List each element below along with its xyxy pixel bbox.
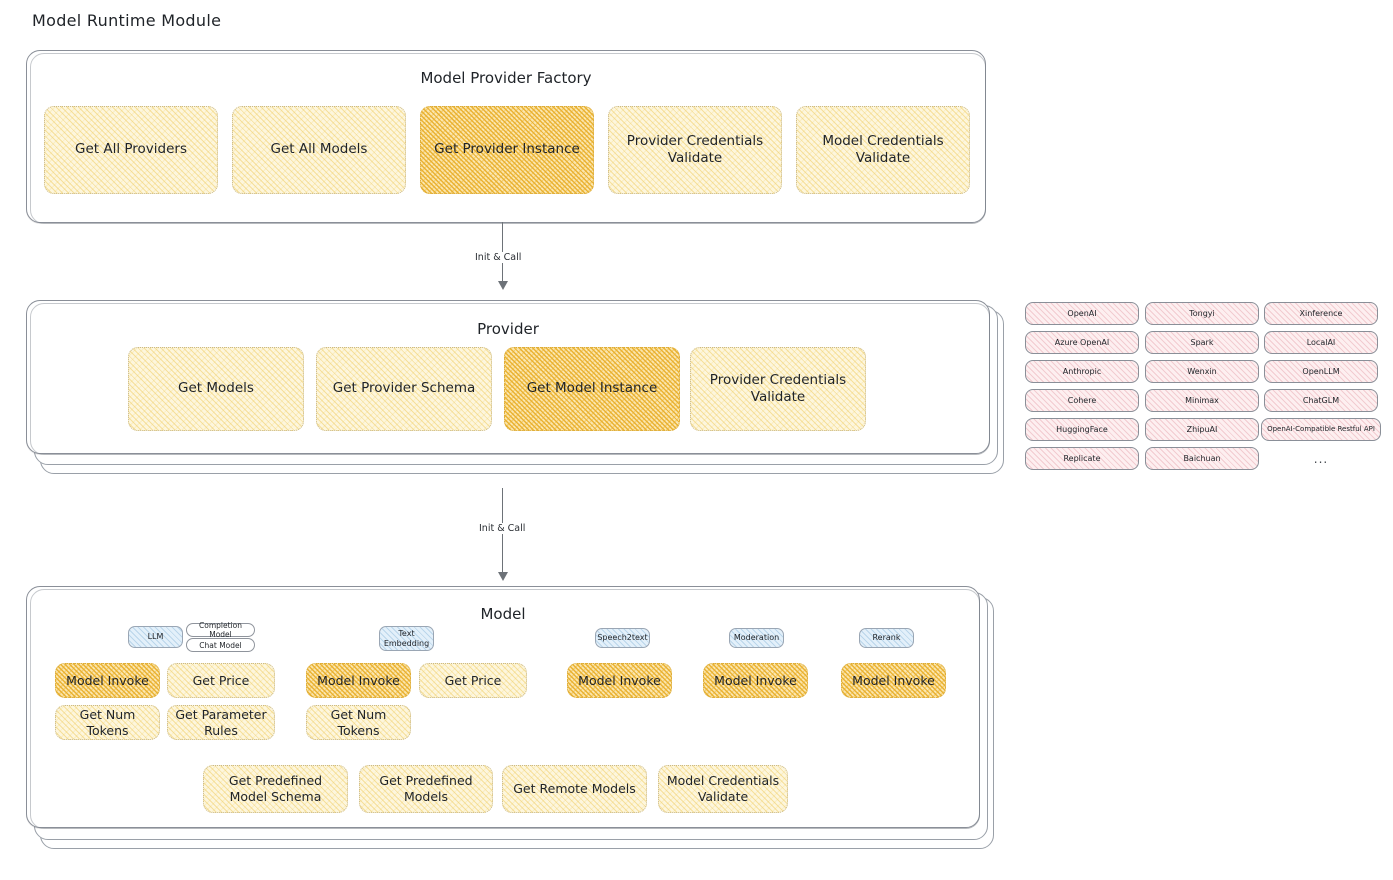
provider-list-more-ellipsis: ...: [1313, 452, 1329, 466]
provider-chip-replicate[interactable]: Replicate: [1025, 447, 1139, 470]
node-provider-credentials-validate-2[interactable]: Provider Credentials Validate: [690, 347, 866, 431]
node-model-credentials-validate[interactable]: Model Credentials Validate: [796, 106, 970, 194]
provider-chip-zhipuai[interactable]: ZhipuAI: [1145, 418, 1259, 441]
node-llm-get-parameter-rules[interactable]: Get Parameter Rules: [167, 705, 275, 740]
node-get-remote-models[interactable]: Get Remote Models: [502, 765, 647, 813]
node-llm-get-price[interactable]: Get Price: [167, 663, 275, 698]
provider-chip-openai[interactable]: OpenAI: [1025, 302, 1139, 325]
node-rerank-model-invoke[interactable]: Model Invoke: [841, 663, 946, 698]
arrow-provider-to-model-head: [497, 572, 508, 581]
node-get-predefined-model-schema[interactable]: Get Predefined Model Schema: [203, 765, 348, 813]
provider-chip-openllm[interactable]: OpenLLM: [1264, 360, 1378, 383]
node-get-all-providers[interactable]: Get All Providers: [44, 106, 218, 194]
node-get-predefined-models[interactable]: Get Predefined Models: [359, 765, 493, 813]
node-model-credentials-validate-2[interactable]: Model Credentials Validate: [658, 765, 788, 813]
node-get-all-models[interactable]: Get All Models: [232, 106, 406, 194]
node-llm-model-invoke[interactable]: Model Invoke: [55, 663, 160, 698]
model-type-chip-speech2text[interactable]: Speech2text: [595, 628, 650, 648]
provider-chip-xinference[interactable]: Xinference: [1264, 302, 1378, 325]
node-get-models[interactable]: Get Models: [128, 347, 304, 431]
model-type-chip-moderation[interactable]: Moderation: [729, 628, 784, 648]
provider-chip-anthropic[interactable]: Anthropic: [1025, 360, 1139, 383]
provider-chip-openai-compatible-restful-api[interactable]: OpenAI-Compatible Restful API: [1261, 418, 1381, 441]
node-text-embedding-get-price[interactable]: Get Price: [419, 663, 527, 698]
provider-chip-spark[interactable]: Spark: [1145, 331, 1259, 354]
provider-chip-minimax[interactable]: Minimax: [1145, 389, 1259, 412]
model-type-chip-rerank[interactable]: Rerank: [859, 628, 914, 648]
provider-label: Provider: [477, 320, 539, 338]
page-title: Model Runtime Module: [32, 11, 222, 30]
provider-chip-huggingface[interactable]: HuggingFace: [1025, 418, 1139, 441]
node-llm-get-num-tokens[interactable]: Get Num Tokens: [55, 705, 160, 740]
model-label: Model: [480, 605, 526, 623]
arrow-factory-to-provider-label: Init & Call: [472, 252, 525, 263]
provider-chip-tongyi[interactable]: Tongyi: [1145, 302, 1259, 325]
node-speech2text-model-invoke[interactable]: Model Invoke: [567, 663, 672, 698]
provider-chip-localai[interactable]: LocalAI: [1264, 331, 1378, 354]
provider-chip-baichuan[interactable]: Baichuan: [1145, 447, 1259, 470]
arrow-provider-to-model-label: Init & Call: [476, 523, 529, 534]
node-moderation-model-invoke[interactable]: Model Invoke: [703, 663, 808, 698]
node-text-embedding-get-num-tokens[interactable]: Get Num Tokens: [306, 705, 411, 740]
provider-chip-cohere[interactable]: Cohere: [1025, 389, 1139, 412]
arrow-factory-to-provider-head: [497, 281, 508, 290]
provider-chip-azure-openai[interactable]: Azure OpenAI: [1025, 331, 1139, 354]
model-type-chip-text-embedding[interactable]: Text Embedding: [379, 626, 434, 651]
node-get-model-instance[interactable]: Get Model Instance: [504, 347, 680, 431]
node-get-provider-schema[interactable]: Get Provider Schema: [316, 347, 492, 431]
model-subtype-chip-completion-model[interactable]: Completion Model: [186, 621, 255, 639]
node-provider-credentials-validate[interactable]: Provider Credentials Validate: [608, 106, 782, 194]
provider-chip-chatglm[interactable]: ChatGLM: [1264, 389, 1378, 412]
model-subtype-chip-chat-model[interactable]: Chat Model: [186, 638, 255, 652]
provider-chip-wenxin[interactable]: Wenxin: [1145, 360, 1259, 383]
node-text-embedding-model-invoke[interactable]: Model Invoke: [306, 663, 411, 698]
model-provider-factory-label: Model Provider Factory: [420, 69, 592, 87]
node-get-provider-instance[interactable]: Get Provider Instance: [420, 106, 594, 194]
model-type-chip-llm[interactable]: LLM: [128, 626, 183, 648]
